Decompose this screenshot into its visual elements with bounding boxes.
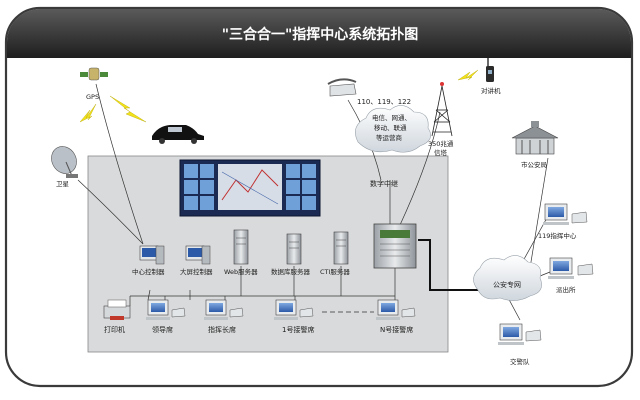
- tower-label-1: 350兆通: [428, 139, 454, 148]
- commander-seat-label: 指挥长席: [208, 325, 236, 334]
- screen-controller-icon: [185, 245, 211, 265]
- lightning-icon: [109, 95, 147, 123]
- database-server-icon: [286, 233, 302, 265]
- lightning-icon: [79, 103, 97, 123]
- database-server-label: 数据库服务器: [271, 267, 311, 276]
- traffic-team-label: 交警队: [510, 357, 530, 366]
- fire-center-label: 119指挥中心: [538, 231, 577, 240]
- header-bar: [7, 9, 631, 58]
- operator-n-workstation-icon: [376, 299, 416, 320]
- screen-controller-label: 大屏控制器: [180, 267, 213, 276]
- fire-center-workstation-icon: [543, 203, 588, 225]
- phone-numbers-label: 110、119、122: [357, 98, 411, 106]
- center-controller-icon: [139, 245, 165, 265]
- telephone-icon: [327, 78, 357, 97]
- video-wall-icon: [179, 159, 321, 217]
- police-station-workstation-icon: [548, 257, 594, 279]
- city-bureau-label: 市公安局: [521, 160, 547, 169]
- telecom-label-3: 等运营商: [376, 133, 403, 142]
- operator-n-label: N号接警席: [380, 325, 413, 334]
- police-bureau-icon: [511, 121, 559, 155]
- telecom-label-2: 移动、联通: [374, 123, 407, 132]
- web-server-label: Web服务器: [224, 267, 258, 276]
- satellite-label: 卫星: [56, 180, 70, 188]
- cti-server-icon: [333, 231, 349, 265]
- lightning-icon: [457, 69, 479, 81]
- center-controller-label: 中心控制器: [132, 267, 165, 276]
- gps-label: GPS: [86, 93, 99, 101]
- traffic-team-workstation-icon: [498, 323, 542, 345]
- digital-relay-label: 数字中继: [370, 179, 398, 188]
- web-server-icon: [233, 229, 249, 265]
- radio-tower-icon: [431, 82, 453, 137]
- telecom-cloud-icon: [355, 105, 431, 153]
- operator-1-label: 1号接警席: [282, 325, 314, 334]
- operator-1-workstation-icon: [274, 299, 314, 320]
- police-station-label: 派出所: [556, 285, 576, 294]
- diagram-title: "三合合一"指挥中心系统拓扑图: [222, 26, 419, 43]
- walkie-talkie-icon: [486, 58, 494, 82]
- leader-seat-label: 领导席: [152, 325, 173, 334]
- tower-label-2: 信塔: [434, 148, 448, 157]
- commander-seat-workstation-icon: [204, 299, 244, 320]
- police-network-cloud-icon: [473, 255, 542, 301]
- trunk-line: [418, 239, 478, 291]
- printer-label: 打印机: [104, 325, 125, 334]
- leader-seat-workstation-icon: [146, 299, 186, 320]
- walkie-label: 对讲机: [481, 86, 501, 95]
- cti-server-label: CTI服务器: [320, 267, 350, 276]
- switch-server-icon: [373, 223, 417, 269]
- car-icon: [152, 125, 204, 144]
- telecom-label-1: 电信、网通、: [372, 113, 411, 122]
- gps-satellite-icon: [80, 67, 108, 81]
- police-network-label: 公安专网: [493, 280, 521, 289]
- satellite-dish-icon: [51, 146, 78, 178]
- printer-icon: [103, 299, 131, 320]
